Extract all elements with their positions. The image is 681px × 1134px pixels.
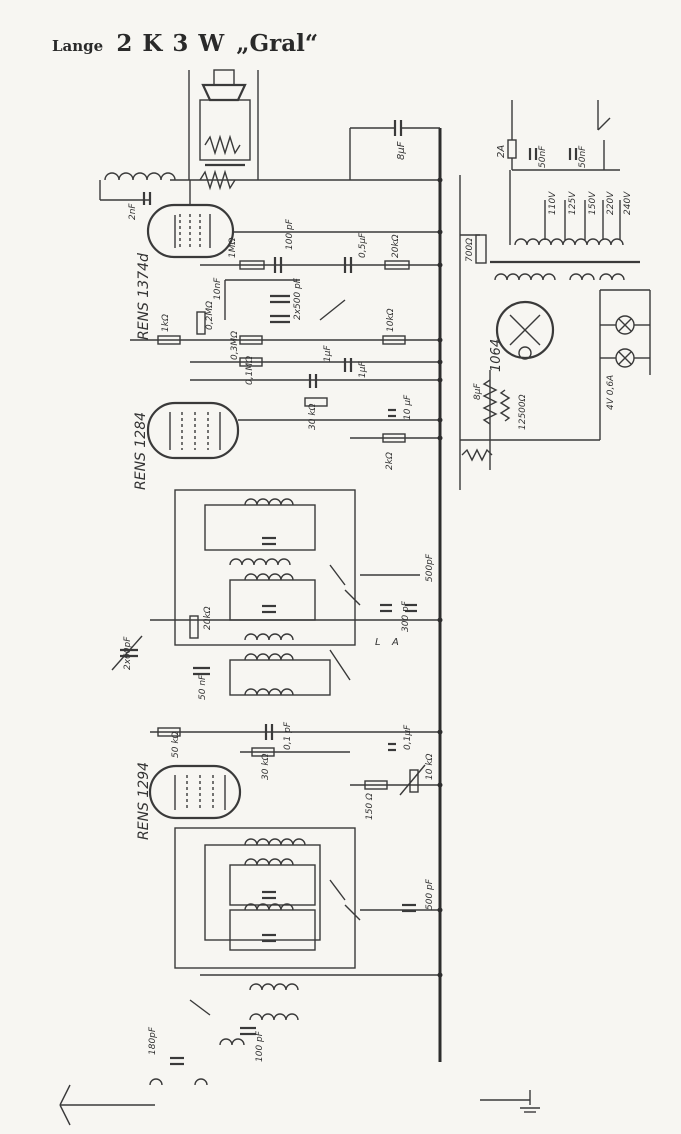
label-r-1k: 1kΩ [161,314,171,332]
label-r-01m: 0,1MΩ [245,356,255,385]
label-c-2x60: 2x60pF [123,636,133,670]
title-brand: Lange [52,37,104,55]
capacitor-8uf-top: 8µF [349,120,440,180]
tube-rens-1284: RENS 1284 30 kΩ 10 µF 2kΩ [133,394,440,490]
label-c-100pf-a: 100 pF [255,1030,265,1062]
label-c-10nf: 10nF [213,277,223,300]
title-name: „Gral“ [236,30,319,57]
aerial-input: 100 pF 180pF [59,974,540,1126]
label-r-150: 150 Ω [365,793,375,820]
tube-label-rens-1294: RENS 1294 [136,762,152,840]
label-c-01pf: 0,1 pF [283,721,293,750]
label-r-10k-pot: 10 kΩ [425,753,435,780]
label-switch-a: A [391,637,399,648]
audio-output-network: 1MΩ 100 pF 0,5µF 20kΩ 10nF 2x500 pF 0,2M… [130,218,440,388]
label-c-2nf: 2nF [128,203,138,220]
tube-label-1064: 1064 [489,339,504,372]
label-r-2k: 2kΩ [385,452,395,470]
label-r-30k-b: 30 kΩ [261,753,271,780]
tube-label-rens-1284: RENS 1284 [133,412,149,490]
label-r-02m: 0,2MΩ [205,301,215,330]
tuned-circuits-upper: 500pF 300 pF L A [174,489,435,648]
label-r-30k-a: 30 kΩ [308,403,318,430]
label-lamp: 4V 0,6A [606,375,616,410]
label-r-20k-top: 20kΩ [391,234,401,258]
tuned-circuits-lower: 500 pF [174,827,440,969]
filter-section: 700Ω 8µF 12500Ω [460,234,601,470]
label-v150: 150V [588,191,598,215]
mains-section: 2A 50nF 50nF 110V 125V 150V 220V 240V [490,100,640,281]
tube-rens-1294: RENS 1294 50 kΩ 0,1 pF 30 kΩ 0,1µF 150 Ω… [136,721,440,840]
label-c-50nf-c: 50 nF [198,674,208,700]
label-c-300pf: 300 pF [401,600,411,632]
tuned-circuits-middle: 20kΩ 50 nF 2x60pF [111,606,440,700]
label-r-1m: 1MΩ [228,238,238,258]
tube-rectifier-1064: 1064 [489,300,555,372]
output-choke [99,172,176,201]
label-r-12500: 12500Ω [518,394,528,430]
label-c-10uf: 10 µF [403,394,413,420]
label-v125: 125V [568,191,578,215]
label-v240: 240V [623,191,633,215]
tube-label-rens-1374d: RENS 1374d [136,253,152,340]
label-switch-l: L [375,637,381,648]
label-c-100pf: 100 pF [285,218,295,250]
diagram-title: Lange 2 K 3 W „Gral“ [52,30,318,57]
label-fuse: 2A [496,145,507,158]
label-c-180pf: 180pF [148,1026,158,1055]
tube-rens-1374d: RENS 1374d 2nF [128,180,440,340]
label-r-10k: 10kΩ [386,308,396,332]
label-r-20k-mid: 20kΩ [203,606,213,630]
label-r-03m: 0,3MΩ [230,331,240,360]
label-c-8uf-top: 8µF [396,141,407,160]
label-c-8uf-mid: 8µF [473,383,483,400]
pilot-lamps: 4V 0,6A [599,289,651,410]
label-c-500pf-a: 500pF [425,553,435,582]
title-model: 2 K 3 W [116,30,226,57]
label-c-01uf: 0,1µF [403,724,413,750]
label-r-700: 700Ω [465,238,475,262]
label-v220: 220V [606,191,616,215]
label-c-1uf-a: 1µF [323,345,333,362]
bus-junctions [437,177,443,978]
label-c-500pf-b: 500 pF [425,878,435,910]
label-r-50k: 50 kΩ [171,731,181,758]
label-c-1uf-b: 1µF [358,361,368,378]
label-c-05uf: 0,5µF [358,232,368,258]
label-c-2x500: 2x500 pF [293,277,303,320]
label-c-50nf-b: 50nF [578,145,588,168]
label-c-50nf-a: 50nF [538,145,548,168]
loudspeaker [170,69,440,191]
label-v110: 110V [548,191,558,215]
